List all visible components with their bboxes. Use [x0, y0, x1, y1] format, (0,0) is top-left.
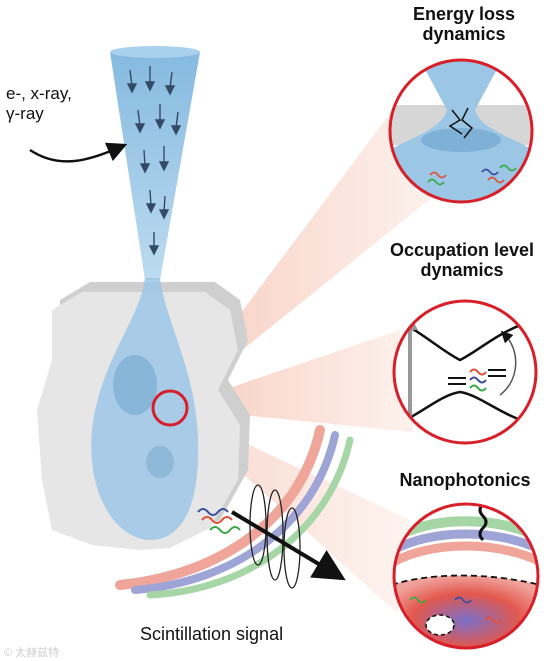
radiation-beam — [91, 46, 200, 540]
scintillation-signal-label: Scintillation signal — [140, 624, 284, 644]
incoming-radiation-line-1: e-, x-ray, — [6, 84, 72, 103]
energy-loss-line-2: dynamics — [422, 24, 506, 44]
highlight-ring — [151, 389, 189, 427]
signal-arrow — [230, 510, 346, 581]
occupation-level-title: Occupation level dynamics — [378, 240, 546, 280]
pointer-arrow — [29, 142, 128, 163]
inset-nanophotonics — [392, 502, 540, 650]
nanophotonics-title: Nanophotonics — [399, 470, 531, 490]
incoming-radiation-label: e-, x-ray, γ-ray — [6, 84, 72, 124]
energy-loss-line-1: Energy loss — [412, 4, 516, 24]
emission-photons — [197, 508, 241, 534]
energy-loss-title: Energy loss dynamics — [394, 4, 534, 44]
occupation-level-line-1: Occupation level — [389, 240, 535, 260]
watermark: © 太赫兹特 — [4, 647, 60, 659]
incoming-radiation-line-2: γ-ray — [6, 104, 44, 123]
occupation-level-line-2: dynamics — [420, 260, 504, 280]
inset-occupation-level — [392, 299, 538, 445]
inset-energy-loss — [388, 58, 534, 204]
